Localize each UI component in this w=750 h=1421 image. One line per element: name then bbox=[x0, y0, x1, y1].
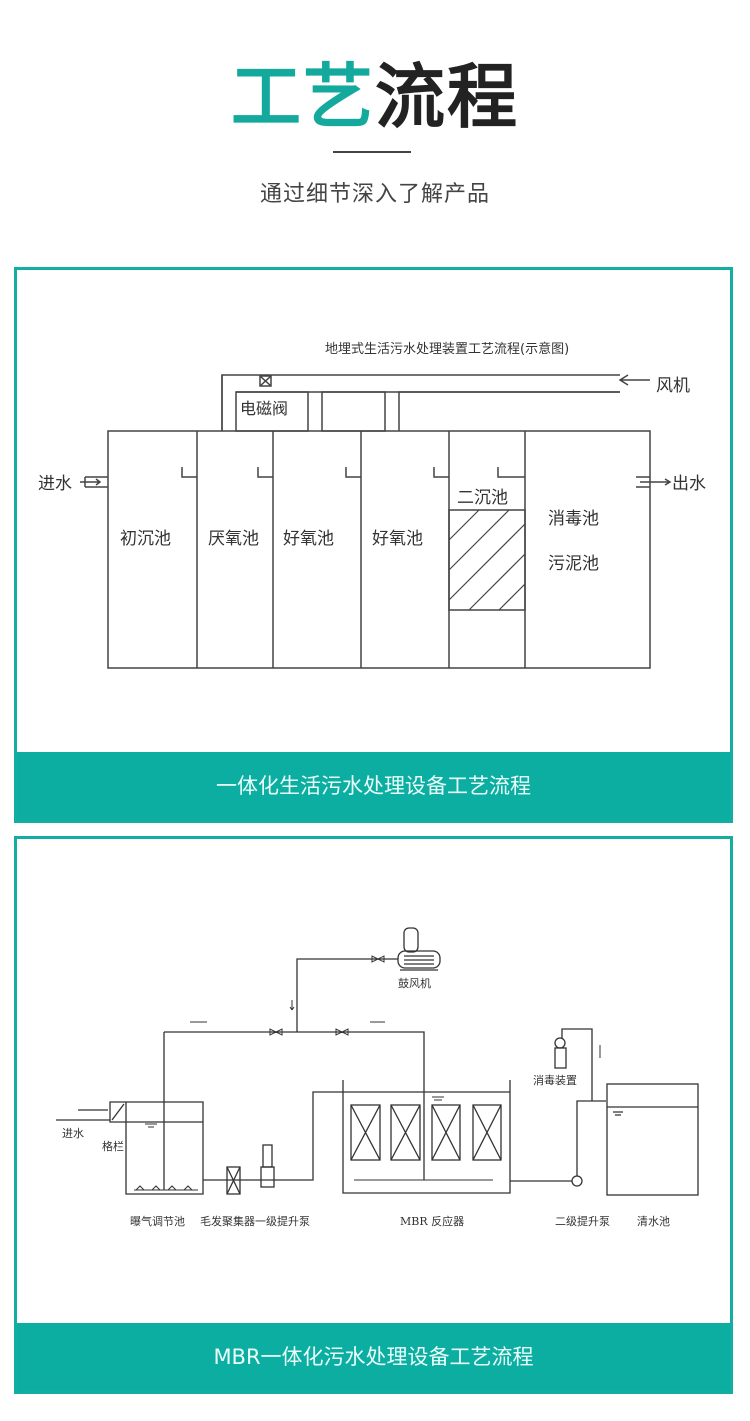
inlet-pipe bbox=[80, 476, 108, 488]
tank-label: 二沉池 bbox=[457, 488, 508, 508]
blower-arrow-icon bbox=[618, 374, 650, 386]
baffles bbox=[181, 467, 525, 478]
title-part-dark: 流程 bbox=[375, 56, 519, 138]
diagram-caption: 地埋式生活污水处理装置工艺流程(示意图) bbox=[325, 341, 569, 357]
mbr-reactor bbox=[342, 1080, 511, 1194]
tank-label: 消毒池 bbox=[548, 509, 599, 529]
settling-media bbox=[448, 509, 526, 611]
process-panel-2: 鼓风机 进水 格栏 消毒装置 曝气调节池 毛发聚集器一级 bbox=[14, 836, 733, 1394]
aeration-tank bbox=[109, 1101, 204, 1195]
tank-body bbox=[107, 430, 651, 669]
tank-label: 初沉池 bbox=[120, 529, 171, 549]
equipment-label: MBR 反应器 bbox=[400, 1214, 464, 1228]
tank-label: 厌氧池 bbox=[208, 529, 259, 549]
tank-label: 污泥池 bbox=[548, 554, 599, 574]
process-panel-1: 地埋式生活污水处理装置工艺流程(示意图) 风机 电磁阀 进水 出水 初沉池 厌氧… bbox=[14, 267, 733, 823]
outlet-label: 出水 bbox=[672, 474, 706, 494]
inlet-label: 进水 bbox=[62, 1127, 84, 1140]
inlet-label: 进水 bbox=[38, 474, 72, 494]
valve-icon bbox=[259, 375, 272, 387]
blower-label: 鼓风机 bbox=[398, 976, 431, 990]
lift-pipe bbox=[203, 1091, 343, 1181]
tank-label: 好氧池 bbox=[283, 529, 334, 549]
valve-icon bbox=[269, 955, 385, 1036]
panel-2-caption: MBR一体化污水处理设备工艺流程 bbox=[17, 1323, 730, 1391]
tank-label: 好氧池 bbox=[372, 529, 423, 549]
blower-label: 风机 bbox=[656, 376, 690, 396]
clear-water-tank bbox=[606, 1083, 699, 1196]
equipment-label: 毛发聚集器一级提升泵 bbox=[200, 1214, 310, 1228]
hair-collector-icon bbox=[226, 1166, 241, 1195]
blower-icon bbox=[397, 927, 441, 971]
outlet-pipe bbox=[636, 476, 672, 488]
valve-label: 电磁阀 bbox=[240, 399, 288, 418]
lift-pump-2-icon bbox=[571, 1175, 583, 1187]
tank-dividers bbox=[196, 431, 526, 668]
title-part-teal: 工艺 bbox=[231, 56, 375, 138]
equipment-label: 二级提升泵 bbox=[555, 1215, 610, 1228]
equipment-label: 清水池 bbox=[637, 1215, 670, 1228]
screen-icon bbox=[111, 1103, 125, 1121]
disinfection-device-icon bbox=[554, 1037, 567, 1069]
outlet-pipe bbox=[510, 1100, 606, 1182]
air-pipe bbox=[163, 958, 425, 1190]
disinfection-label: 消毒装置 bbox=[533, 1073, 577, 1087]
lift-pump-1-icon bbox=[260, 1144, 275, 1188]
mbr-flow-diagram: 鼓风机 进水 格栏 消毒装置 曝气调节池 毛发聚集器一级 bbox=[56, 927, 699, 1228]
membrane-modules bbox=[350, 1104, 502, 1161]
buried-sewage-flow-diagram: 地埋式生活污水处理装置工艺流程(示意图) 风机 电磁阀 进水 出水 初沉池 厌氧… bbox=[38, 341, 706, 669]
page-title: 工艺流程 bbox=[0, 52, 750, 142]
panel-1-caption: 一体化生活污水处理设备工艺流程 bbox=[17, 752, 730, 820]
title-divider bbox=[333, 151, 411, 153]
screen-label: 格栏 bbox=[102, 1139, 124, 1153]
page-subtitle: 通过细节深入了解产品 bbox=[259, 182, 490, 207]
air-branch-pipe bbox=[321, 391, 386, 432]
equipment-label: 曝气调节池 bbox=[130, 1214, 185, 1228]
